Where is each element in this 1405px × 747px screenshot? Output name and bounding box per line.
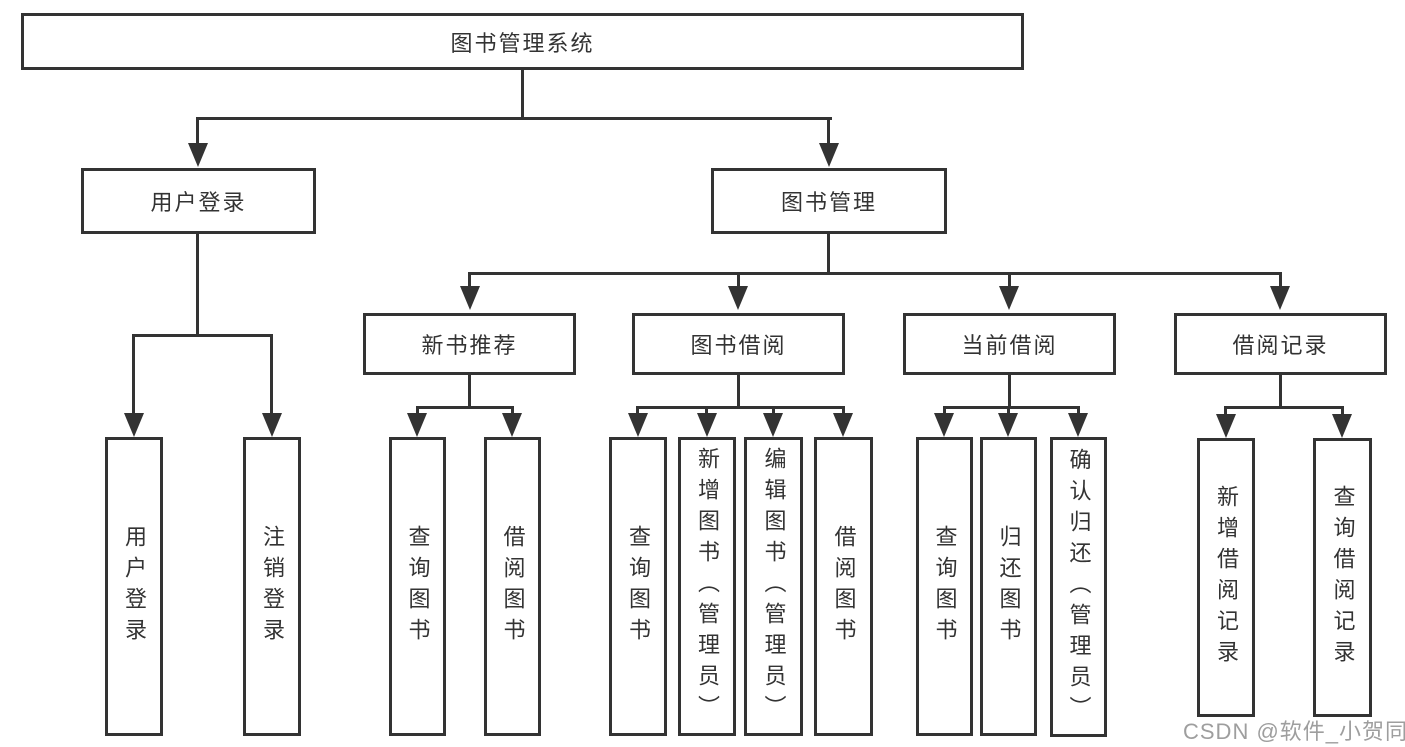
leaf-confirm-return-admin: 确认归还（管理员） (1050, 437, 1107, 737)
connector-line (521, 70, 524, 120)
arrowhead-down-icon (819, 143, 839, 167)
node-root-label: 图书管理系统 (450, 30, 595, 56)
arrowhead-down-icon (1270, 286, 1290, 310)
connector-line (943, 406, 1080, 409)
connector-line (416, 406, 419, 415)
connector-line (468, 272, 1282, 275)
connector-line (737, 272, 740, 288)
connector-line (1224, 406, 1227, 415)
node-root: 图书管理系统 (21, 13, 1024, 70)
leaf-edit-book-admin-label: 编辑图书（管理员） (761, 447, 787, 726)
node-borrow-records-label: 借阅记录 (1232, 333, 1329, 358)
leaf-newbook-borrow-book: 借阅图书 (484, 437, 541, 736)
connector-line (1077, 406, 1080, 415)
arrowhead-down-icon (1216, 414, 1236, 438)
node-current-borrow: 当前借阅 (903, 313, 1116, 375)
connector-line (196, 117, 199, 145)
connector-line (416, 406, 514, 409)
leaf-add-book-admin: 新增图书（管理员） (678, 437, 736, 736)
leaf-add-borrow-record: 新增借阅记录 (1197, 438, 1255, 717)
leaf-logout-label: 注销登录 (260, 524, 285, 649)
connector-line (1008, 272, 1011, 288)
leaf-return-book: 归还图书 (980, 437, 1037, 736)
leaf-newbook-borrow-book-label: 借阅图书 (500, 524, 526, 649)
arrowhead-down-icon (763, 413, 783, 437)
node-book-management-label: 图书管理 (780, 190, 877, 215)
node-user-login-label: 用户登录 (150, 190, 247, 215)
watermark: CSDN @软件_小贺同学 (1183, 719, 1405, 744)
node-new-book-recommend: 新书推荐 (363, 313, 576, 375)
leaf-return-book-label: 归还图书 (996, 524, 1022, 649)
leaf-borrow-book-label: 借阅图书 (831, 524, 857, 649)
connector-line (827, 234, 830, 275)
connector-line (705, 406, 708, 415)
arrowhead-down-icon (999, 286, 1019, 310)
leaf-query-borrow-record: 查询借阅记录 (1313, 438, 1372, 717)
arrowhead-down-icon (460, 286, 480, 310)
arrowhead-down-icon (697, 413, 717, 437)
leaf-borrow-query-book-label: 查询图书 (626, 524, 651, 649)
connector-line (196, 117, 832, 120)
leaf-borrow-query-book: 查询图书 (609, 437, 667, 736)
arrowhead-down-icon (833, 413, 853, 437)
node-user-login: 用户登录 (81, 168, 316, 234)
leaf-user-login-label: 用户登录 (122, 524, 147, 649)
node-book-management: 图书管理 (711, 168, 947, 234)
node-new-book-recommend-label: 新书推荐 (421, 333, 518, 358)
leaf-borrow-book: 借阅图书 (814, 437, 873, 736)
arrowhead-down-icon (628, 413, 648, 437)
node-book-borrow: 图书借阅 (632, 313, 845, 375)
connector-line (196, 234, 199, 337)
arrowhead-down-icon (188, 143, 208, 167)
connector-line (1224, 406, 1344, 409)
leaf-user-login: 用户登录 (105, 437, 163, 736)
leaf-edit-book-admin: 编辑图书（管理员） (744, 437, 803, 736)
leaf-add-borrow-record-label: 新增借阅记录 (1214, 484, 1239, 671)
arrowhead-down-icon (1068, 413, 1088, 437)
arrowhead-down-icon (728, 286, 748, 310)
connector-line (636, 406, 639, 415)
connector-line (132, 334, 273, 337)
connector-line (737, 375, 740, 409)
arrowhead-down-icon (407, 413, 427, 437)
leaf-current-query-book: 查询图书 (916, 437, 973, 736)
connector-line (1279, 375, 1282, 409)
connector-line (772, 406, 775, 415)
connector-line (636, 406, 845, 409)
connector-line (943, 406, 946, 415)
leaf-logout: 注销登录 (243, 437, 301, 736)
leaf-newbook-query-book: 查询图书 (389, 437, 446, 736)
connector-line (270, 334, 273, 415)
connector-line (827, 117, 830, 145)
arrowhead-down-icon (934, 413, 954, 437)
arrowhead-down-icon (998, 413, 1018, 437)
leaf-add-book-admin-label: 新增图书（管理员） (695, 447, 720, 726)
arrowhead-down-icon (262, 413, 282, 437)
connector-line (1341, 406, 1344, 415)
node-borrow-records: 借阅记录 (1174, 313, 1387, 375)
connector-line (1008, 375, 1011, 409)
leaf-current-query-book-label: 查询图书 (932, 524, 958, 649)
connector-line (1007, 406, 1010, 415)
connector-line (511, 406, 514, 415)
connector-line (468, 375, 471, 409)
arrowhead-down-icon (502, 413, 522, 437)
node-current-borrow-label: 当前借阅 (961, 333, 1058, 358)
arrowhead-down-icon (124, 413, 144, 437)
node-book-borrow-label: 图书借阅 (690, 333, 787, 358)
leaf-newbook-query-book-label: 查询图书 (405, 524, 431, 649)
connector-line (468, 272, 471, 288)
leaf-confirm-return-admin-label: 确认归还（管理员） (1066, 447, 1092, 727)
connector-line (842, 406, 845, 415)
connector-line (1279, 272, 1282, 288)
arrowhead-down-icon (1332, 414, 1352, 438)
leaf-query-borrow-record-label: 查询借阅记录 (1330, 484, 1356, 671)
connector-line (132, 334, 135, 415)
